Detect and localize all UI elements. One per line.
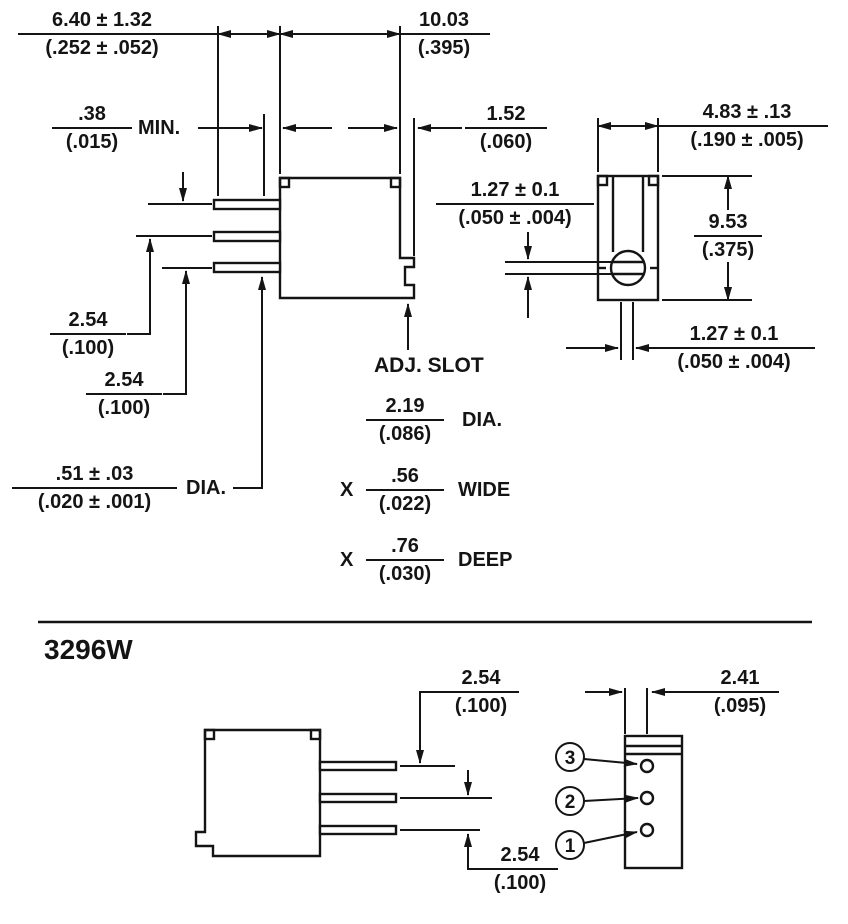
mm-value: .76 [366,534,444,561]
mm-value: 2.54 [482,843,558,870]
mm-value: 1.27 ± 0.1 [653,322,815,349]
mm-value: 2.54 [86,368,162,395]
inch-value: (.060) [479,131,533,153]
lead-dia-note: DIA. [186,477,226,499]
dim-body-width: 10.03 (.395) [398,8,490,60]
pin-2-hole [639,790,655,806]
lead-3 [212,261,282,274]
inch-value: (.252 ± .052) [45,37,159,59]
top-dimension-lines [127,26,752,489]
dim-slot-width-bottom: 1.27 ± 0.1 (.050 ± .004) [653,322,815,374]
dim-boss-width: 1.52 (.060) [465,102,547,154]
dim-slot-width: 1.27 ± 0.1 (.050 ± .004) [436,178,594,230]
lead-2 [212,230,282,243]
mm-value: 6.40 ± 1.32 [18,8,186,35]
lead-2 [318,792,398,804]
inch-value: (.100) [97,397,151,419]
adj-slot-label: ADJ. SLOT [374,354,484,377]
inch-value: (.020 ± .001) [37,491,152,513]
inch-value: (.395) [417,37,471,59]
adj-slot-dia-note: DIA. [462,409,502,431]
trimmer-3296w-side-view [194,728,398,858]
adjust-screw-icon [609,249,647,287]
inch-value: (.015) [65,131,119,153]
pin-3-balloon [555,742,585,772]
lead-1 [318,824,398,836]
dim-pin-pitch-a: 2.54 (.100) [50,308,126,360]
dim-pitch-bottom: 2.54 (.100) [482,843,558,895]
adj-slot-deep-note: DEEP [458,549,513,571]
mm-value: .51 ± .03 [12,462,177,489]
adj-slot-wide-prefix: X [340,479,354,501]
inch-value: (.050 ± .004) [677,351,791,373]
mm-value: .38 [52,102,132,129]
lead-3 [318,760,398,772]
trimmer-3296w-end-view [623,734,684,870]
inch-value: (.086) [378,423,432,445]
dim-pitch-top: 2.54 (.100) [443,666,519,718]
pin-1-hole [639,822,655,838]
trimmer-end-view [596,174,660,302]
dim-standoff: .38 (.015) [52,102,132,154]
dim-lead-length: 6.40 ± 1.32 (.252 ± .052) [18,8,186,60]
mm-value: 10.03 [398,8,490,35]
inch-value: (.100) [61,337,115,359]
lead-1 [212,198,282,211]
inch-value: (.375) [701,239,755,261]
dim-adj-slot-wide: .56 (.022) [366,464,444,516]
trimmer-side-view [212,176,416,300]
mm-value: 4.83 ± .13 [666,100,828,127]
dim-adj-slot-deep: .76 (.030) [366,534,444,586]
model-heading: 3296W [44,634,133,665]
inch-value: (.030) [378,563,432,585]
dim-lead-dia: .51 ± .03 (.020 ± .001) [12,462,177,514]
mm-value: 2.19 [366,394,444,421]
pin-2-number: 2 [565,792,576,813]
mm-value: 2.54 [443,666,519,693]
dim-body-height: 9.53 (.375) [694,210,762,262]
mm-value: 2.41 [701,666,779,693]
pin-3-hole [639,758,655,774]
mm-value: .56 [366,464,444,491]
pin-1-number: 1 [565,836,576,857]
inch-value: (.095) [713,695,767,717]
standoff-min-note: MIN. [138,117,181,139]
inch-value: (.100) [493,872,547,894]
mm-value: 1.27 ± 0.1 [436,178,594,205]
dim-pin-pitch-b: 2.54 (.100) [86,368,162,420]
pin-3-number: 3 [565,748,576,769]
mm-value: 9.53 [694,210,762,237]
inch-value: (.050 ± .004) [458,207,572,229]
adj-slot-deep-prefix: X [340,549,354,571]
inch-value: (.190 ± .005) [690,129,804,151]
mm-value: 2.54 [50,308,126,335]
inch-value: (.022) [378,493,432,515]
bottom-dimension-lines [400,688,703,870]
dim-pin-offset: 2.41 (.095) [701,666,779,718]
adj-slot-wide-note: WIDE [458,479,511,501]
pin-1-balloon [555,830,585,860]
mm-value: 1.52 [465,102,547,129]
inch-value: (.100) [454,695,508,717]
dim-adj-slot-dia: 2.19 (.086) [366,394,444,446]
pin-balloons: 3 2 1 [555,742,639,860]
dim-end-width: 4.83 ± .13 (.190 ± .005) [666,100,828,152]
